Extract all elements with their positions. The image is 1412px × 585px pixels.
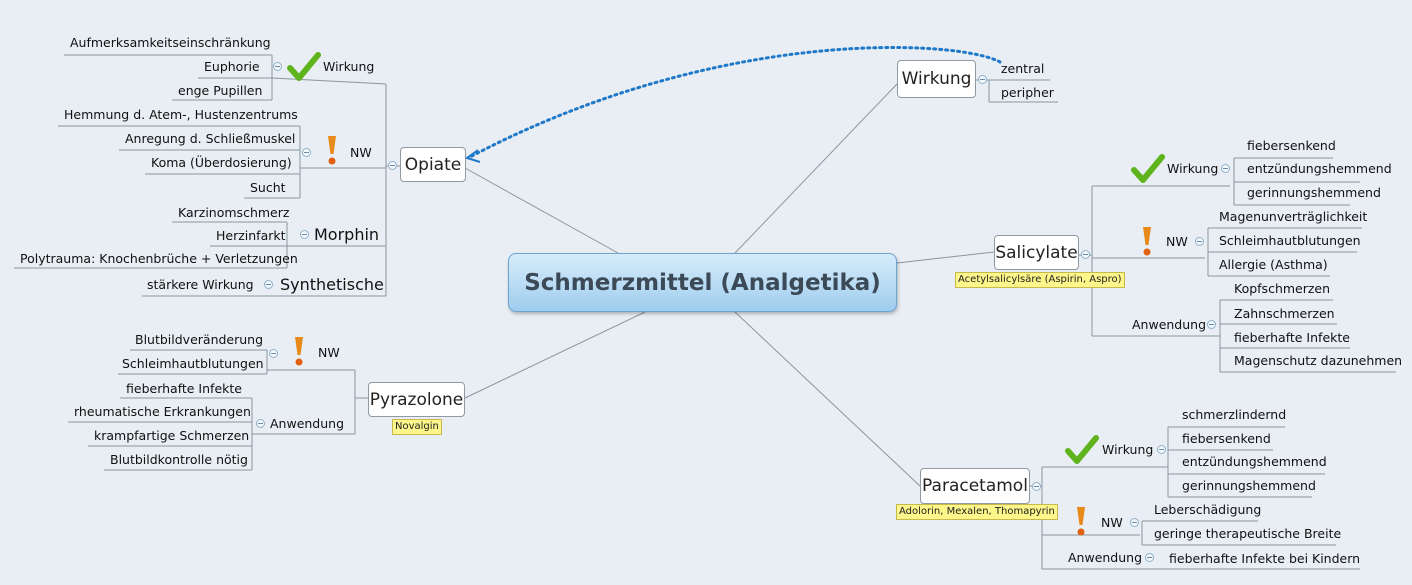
note-paracetamol[interactable]: Adolorin, Mexalen, Thomapyrin	[896, 504, 1058, 520]
leaf-entzuendungshemmend-par[interactable]: entzündungshemmend	[1182, 454, 1327, 469]
leaf-gerinnungshemmend[interactable]: gerinnungshemmend	[1247, 185, 1381, 200]
leaf-allergie[interactable]: Allergie (Asthma)	[1219, 257, 1328, 272]
leaf-leberschaedigung[interactable]: Leberschädigung	[1154, 502, 1262, 517]
leaf-polytrauma[interactable]: Polytrauma: Knochenbrüche + Verletzungen	[20, 251, 298, 266]
collapse-toggle[interactable]	[1032, 482, 1041, 491]
label-salicylate-nw[interactable]: NW	[1166, 234, 1188, 249]
check-icon	[1131, 154, 1165, 183]
leaf-magenschutz[interactable]: Magenschutz dazunehmen	[1234, 353, 1403, 368]
note-pyrazolone[interactable]: Novalgin	[392, 419, 442, 435]
leaf-anregung[interactable]: Anregung d. Schließmuskel	[125, 131, 296, 146]
label-salicylate-anwendung[interactable]: Anwendung	[1132, 317, 1207, 332]
leaf-zahnschmerzen[interactable]: Zahnschmerzen	[1234, 306, 1335, 321]
leaf-kopfschmerzen[interactable]: Kopfschmerzen	[1234, 281, 1331, 296]
leaf-schmerzlindernd[interactable]: schmerzlindernd	[1182, 407, 1287, 422]
leaf-schleimhautblutungen[interactable]: Schleimhautblutungen	[1219, 233, 1361, 248]
collapse-toggle[interactable]	[302, 148, 311, 157]
exclamation-icon	[328, 136, 336, 165]
collapse-toggle[interactable]	[1145, 553, 1154, 562]
collapse-toggle[interactable]	[1130, 518, 1139, 527]
label-opiate-nw[interactable]: NW	[350, 145, 372, 160]
leaf-entzuendungshemmend[interactable]: entzündungshemmend	[1247, 161, 1392, 176]
leaf-krampfartige[interactable]: krampfartige Schmerzen	[94, 428, 250, 443]
leaf-magenunvertraeglichkeit[interactable]: Magenunverträglichkeit	[1219, 209, 1368, 224]
leaf-fieberhafte-infekte-pyr[interactable]: fieberhafte Infekte	[126, 381, 242, 396]
label-morphin[interactable]: Morphin	[314, 225, 380, 244]
topic-wirkung[interactable]: Wirkung	[897, 60, 976, 98]
check-icon	[1065, 435, 1099, 464]
leaf-herzinfarkt[interactable]: Herzinfarkt	[216, 228, 286, 243]
collapse-toggle[interactable]	[273, 62, 282, 71]
collapse-toggle[interactable]	[978, 75, 987, 84]
collapse-toggle[interactable]	[388, 161, 397, 170]
leaf-fiebersenkend[interactable]: fiebersenkend	[1247, 138, 1336, 153]
leaf-blutbildveraenderung[interactable]: Blutbildveränderung	[135, 332, 264, 347]
central-topic[interactable]: Schmerzmittel (Analgetika)	[508, 253, 897, 312]
leaf-fiebersenkend-par[interactable]: fiebersenkend	[1182, 431, 1271, 446]
collapse-toggle[interactable]	[269, 349, 278, 358]
collapse-toggle[interactable]	[264, 280, 273, 289]
leaf-blutbildkontrolle[interactable]: Blutbildkontrolle nötig	[110, 452, 248, 467]
leaf-koma[interactable]: Koma (Überdosierung)	[151, 155, 292, 170]
exclamation-icon	[1077, 507, 1085, 536]
collapse-toggle[interactable]	[300, 230, 309, 239]
leaf-fieberhafte-infekte[interactable]: fieberhafte Infekte	[1234, 330, 1350, 345]
check-icon	[287, 52, 321, 81]
leaf-rheumatische[interactable]: rheumatische Erkrankungen	[74, 404, 251, 419]
label-opiate-wirkung[interactable]: Wirkung	[323, 59, 375, 74]
leaf-sucht[interactable]: Sucht	[250, 180, 286, 195]
collapse-toggle[interactable]	[1221, 164, 1230, 173]
label-pyrazolone-nw[interactable]: NW	[318, 345, 340, 360]
collapse-toggle[interactable]	[1157, 445, 1166, 454]
leaf-hemmung[interactable]: Hemmung d. Atem-, Hustenzentrums	[64, 107, 298, 122]
label-synthetische[interactable]: Synthetische	[280, 275, 384, 294]
leaf-staerkere-wirkung[interactable]: stärkere Wirkung	[147, 277, 254, 292]
topic-paracetamol[interactable]: Paracetamol	[920, 468, 1030, 504]
label-paracetamol-nw[interactable]: NW	[1101, 515, 1123, 530]
label-paracetamol-wirkung[interactable]: Wirkung	[1102, 442, 1154, 457]
topic-opiate[interactable]: Opiate	[400, 147, 466, 182]
label-paracetamol-anwendung[interactable]: Anwendung	[1068, 550, 1143, 565]
topic-salicylate[interactable]: Salicylate	[994, 235, 1079, 270]
label-pyrazolone-anwendung[interactable]: Anwendung	[270, 416, 345, 431]
collapse-toggle[interactable]	[1081, 250, 1090, 259]
leaf-aufmerksamkeit[interactable]: Aufmerksamkeitseinschränkung	[70, 35, 271, 50]
label-salicylate-wirkung[interactable]: Wirkung	[1167, 161, 1219, 176]
leaf-schleimhautblutungen-pyr[interactable]: Schleimhautblutungen	[122, 356, 264, 371]
collapse-toggle[interactable]	[256, 419, 265, 428]
leaf-enge-pupillen[interactable]: enge Pupillen	[178, 83, 263, 98]
topic-pyrazolone[interactable]: Pyrazolone	[368, 382, 465, 417]
leaf-fieberhafte-infekte-kinder[interactable]: fieberhafte Infekte bei Kindern	[1169, 551, 1361, 566]
collapse-toggle[interactable]	[1195, 237, 1204, 246]
note-salicylate[interactable]: Acetylsalicylsäre (Aspirin, Aspro)	[955, 272, 1125, 288]
leaf-euphorie[interactable]: Euphorie	[204, 59, 260, 74]
leaf-peripher[interactable]: peripher	[1001, 85, 1054, 100]
exclamation-icon	[295, 337, 303, 366]
collapse-toggle[interactable]	[1207, 320, 1216, 329]
leaf-zentral[interactable]: zentral	[1001, 61, 1045, 76]
exclamation-icon	[1143, 227, 1151, 256]
leaf-gerinnungshemmend-par[interactable]: gerinnungshemmend	[1182, 478, 1316, 493]
leaf-therapeutische-breite[interactable]: geringe therapeutische Breite	[1154, 526, 1342, 541]
leaf-karzinom[interactable]: Karzinomschmerz	[178, 205, 290, 220]
